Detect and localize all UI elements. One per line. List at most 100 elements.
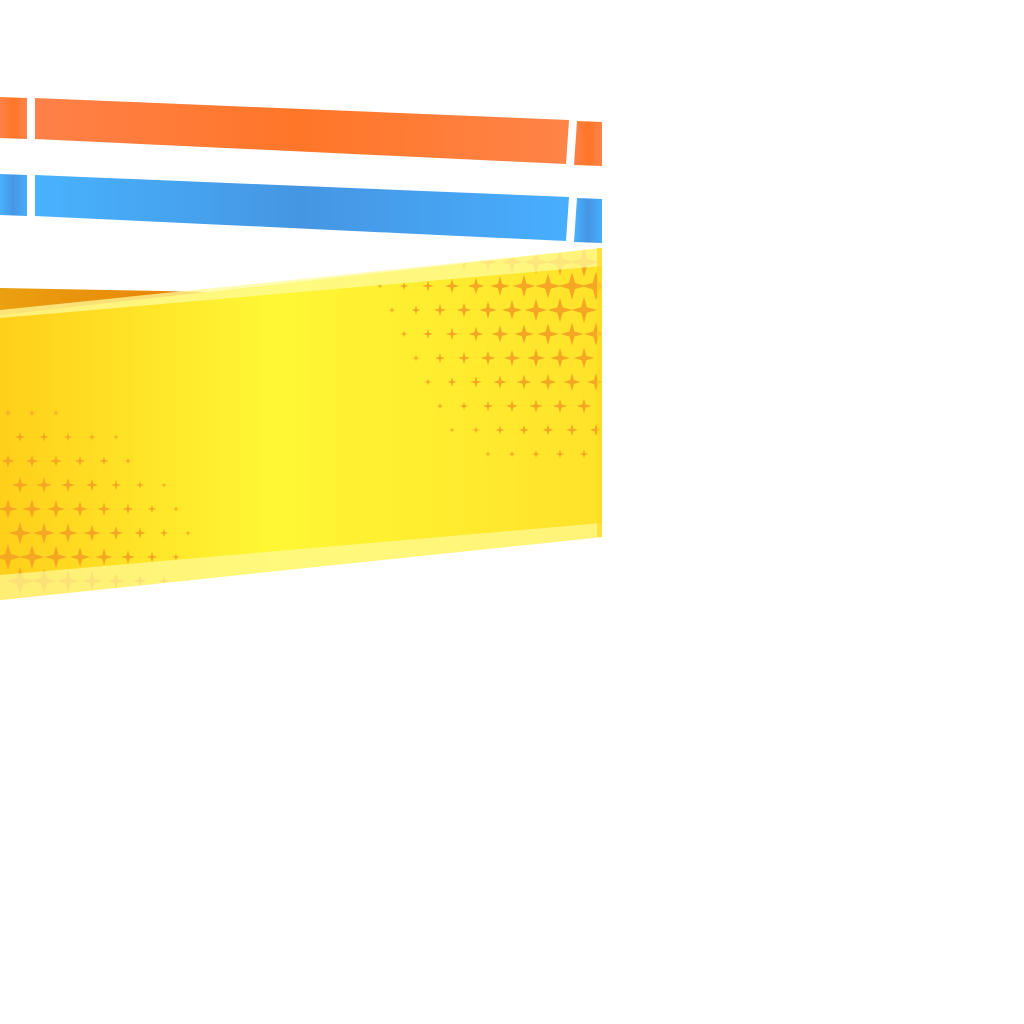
sparkle-icon: [447, 377, 457, 387]
sparkle-icon: [99, 456, 109, 466]
sparkle-icon: [537, 323, 559, 345]
sparkle-icon: [134, 527, 146, 539]
sparkle-icon: [491, 325, 509, 343]
sparkle-icon: [467, 277, 485, 295]
sparkle-icon: [493, 375, 507, 389]
sparkle-icon: [399, 281, 409, 291]
sparkle-icon: [495, 425, 505, 435]
sparkle-icon: [423, 329, 433, 339]
sparkle-icon: [39, 432, 49, 442]
sparkle-icon: [14, 431, 26, 443]
sparkle-icon: [95, 548, 113, 566]
sparkle-icon: [60, 477, 76, 493]
sparkle-icon: [63, 432, 73, 442]
sparkle-icon: [516, 374, 532, 390]
sparkle-icon: [526, 348, 546, 368]
sparkle-icon: [83, 524, 101, 542]
sparkle-icon: [22, 499, 42, 519]
sparkle-icon: [512, 274, 536, 298]
sparkle-icon: [435, 353, 445, 363]
sparkle-icon: [480, 350, 496, 366]
sparkle-icon: [173, 506, 179, 512]
sparkle-icon: [539, 373, 557, 391]
sparkle-icon: [566, 424, 578, 436]
sparkle-icon: [503, 349, 521, 367]
sparkle-icon: [400, 330, 408, 338]
sparkle-icon: [482, 400, 494, 412]
sparkle-icon: [444, 278, 460, 294]
sparkle-icon: [552, 398, 568, 414]
sparkle-icon: [1, 454, 15, 468]
sparkle-icon: [113, 434, 119, 440]
sparkle-icon: [576, 398, 592, 414]
sparkle-icon: [422, 280, 434, 292]
sparkle-icon: [136, 481, 144, 489]
sparkle-icon: [589, 423, 602, 437]
bottom-highlight: [0, 523, 602, 600]
sparkle-icon: [563, 373, 581, 391]
top-highlight: [0, 248, 602, 318]
sparkle-icon: [579, 449, 589, 459]
sparkle-icon: [445, 327, 459, 341]
yellow-panel: [0, 248, 602, 600]
sparkle-icon: [72, 501, 88, 517]
sparkle-icon: [412, 354, 420, 362]
sparkle-icon: [587, 373, 602, 391]
sparkle-icon: [377, 283, 383, 289]
sparkle-icon: [388, 258, 396, 266]
sparkle-icon: [11, 476, 29, 494]
sparkle-icon: [508, 450, 516, 458]
sparkle-icon: [74, 455, 86, 467]
sparkle-icon: [172, 553, 180, 561]
sparkle-icon: [524, 298, 548, 322]
sparkle-icon: [159, 528, 169, 538]
sparkle-icon: [535, 273, 561, 299]
sparkle-icon: [424, 378, 432, 386]
sparkle-icon: [388, 306, 396, 314]
sparkle-icon: [110, 479, 122, 491]
sparkle-icon: [28, 409, 36, 417]
sparkle-icon: [542, 424, 554, 436]
sparkle-icon: [108, 525, 124, 541]
sparkle-icon: [531, 449, 541, 459]
sparkle-icon: [8, 521, 32, 545]
sparkle-icon: [584, 322, 602, 346]
sparkle-icon: [433, 303, 447, 317]
sparkle-icon: [555, 449, 565, 459]
sparkle-icon: [449, 427, 455, 433]
sparkle-icon: [161, 482, 167, 488]
sparkle-icon: [44, 545, 68, 569]
sparkle-icon: [457, 351, 471, 365]
sparkle-icon: [558, 272, 586, 300]
sparkle-icon: [47, 500, 65, 518]
sparkle-icon: [456, 302, 472, 318]
sparkle-icon: [550, 348, 570, 368]
sparkle-icon: [0, 543, 22, 571]
sparkle-icon: [502, 300, 522, 320]
sparkle-icon: [472, 426, 480, 434]
blue-stripe: [0, 174, 602, 243]
sparkle-icon: [88, 433, 96, 441]
sparkle-icon: [479, 301, 497, 319]
sparkle-icon: [436, 402, 444, 410]
sparkle-icon: [547, 297, 573, 323]
sparkle-icon: [147, 504, 157, 514]
sparkle-icon: [410, 256, 422, 268]
sparkle-icon: [122, 503, 134, 515]
sparkle-icon: [19, 544, 45, 570]
sparkle-icon: [573, 347, 595, 369]
sparkle-icon: [33, 522, 55, 544]
sparkle-icon: [185, 530, 191, 536]
sparkle-icon: [58, 523, 78, 543]
sparkle-icon: [36, 477, 52, 493]
sparkle-icon: [85, 478, 99, 492]
sparkle-icon: [146, 551, 158, 563]
sparkle-icon: [124, 457, 132, 465]
sparkle-icon: [53, 410, 59, 416]
sparkle-icon: [571, 297, 597, 323]
sparkle-icon: [49, 454, 63, 468]
sparkle-icon: [518, 424, 530, 436]
sparkle-icon: [411, 305, 421, 315]
sparkle-icon: [485, 451, 491, 457]
